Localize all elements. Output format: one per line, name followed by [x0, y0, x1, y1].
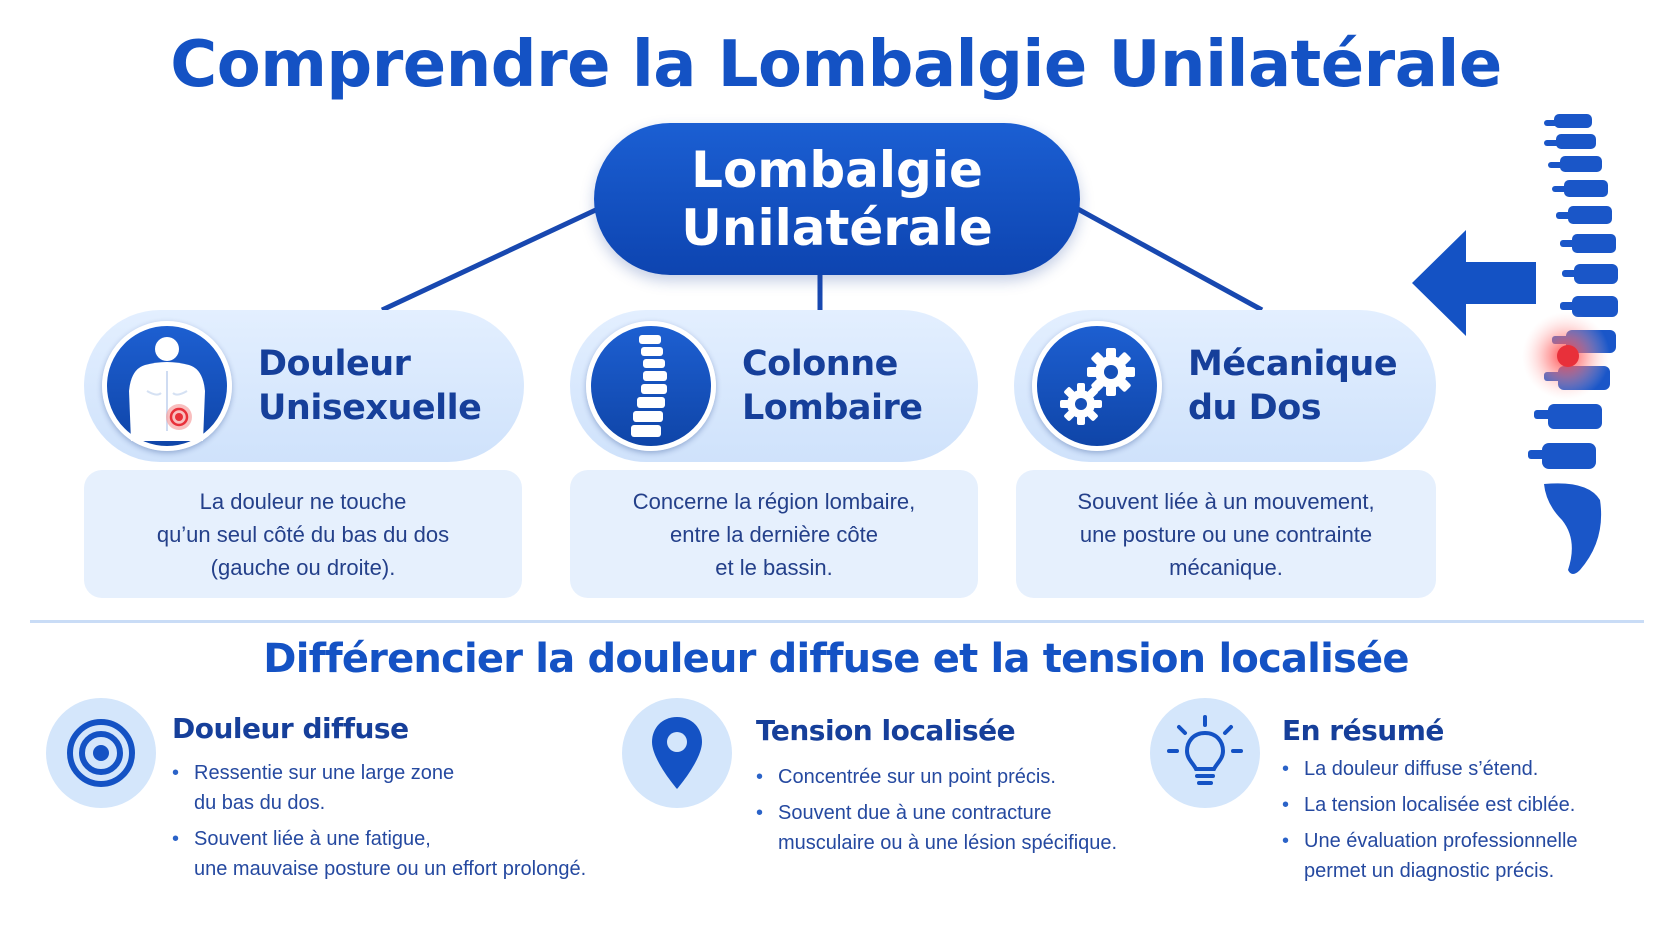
- list-item: La douleur diffuse s’étend.: [1282, 754, 1662, 784]
- topic-title: Douleur Unisexuelle: [258, 344, 482, 428]
- page-title: Comprendre la Lombalgie Unilatérale: [170, 28, 1502, 102]
- topic-description: Souvent liée à un mouvement, une posture…: [1016, 470, 1436, 598]
- topic-description: La douleur ne touche qu’un seul côté du …: [84, 470, 522, 598]
- block-list: Concentrée sur un point précis. Souvent …: [756, 762, 1156, 864]
- topic-card-colonne: Colonne Lombaire: [570, 310, 978, 462]
- section-title: Différencier la douleur diffuse et la te…: [263, 636, 1409, 682]
- topic-card-douleur: Douleur Unisexuelle: [84, 310, 524, 462]
- lightbulb-icon: [1150, 698, 1260, 808]
- torso-pain-icon: [102, 321, 232, 451]
- block-title: En résumé: [1282, 714, 1444, 747]
- block-title: Tension localisée: [756, 714, 1016, 747]
- central-line-1: Lombalgie: [691, 141, 983, 199]
- topic-description: Concerne la région lombaire, entre la de…: [570, 470, 978, 598]
- list-item: Concentrée sur un point précis.: [756, 762, 1156, 792]
- block-title: Douleur diffuse: [172, 712, 409, 745]
- gears-icon: [1032, 321, 1162, 451]
- block-list: Ressentie sur une large zone du bas du d…: [172, 758, 612, 890]
- list-item: La tension localisée est ciblée.: [1282, 790, 1662, 820]
- topic-card-mecanique: Mécanique du Dos: [1014, 310, 1436, 462]
- list-item: Une évaluation professionnelle permet un…: [1282, 826, 1662, 886]
- central-line-2: Unilatérale: [681, 199, 993, 257]
- central-node: Lombalgie Unilatérale: [594, 123, 1080, 275]
- target-icon: [46, 698, 156, 808]
- list-item: Souvent due à une contracture musculaire…: [756, 798, 1156, 858]
- topic-title: Mécanique du Dos: [1188, 344, 1398, 428]
- topic-title: Colonne Lombaire: [742, 344, 923, 428]
- block-list: La douleur diffuse s’étend. La tension l…: [1282, 754, 1662, 892]
- left-arrow-icon: [1412, 230, 1536, 336]
- list-item: Souvent liée à une fatigue, une mauvaise…: [172, 824, 612, 884]
- spine-illustration-icon: [1522, 114, 1618, 574]
- spine-icon: [586, 321, 716, 451]
- list-item: Ressentie sur une large zone du bas du d…: [172, 758, 612, 818]
- section-divider: [30, 620, 1644, 623]
- connector-lines: [380, 205, 1264, 313]
- location-pin-icon: [622, 698, 732, 808]
